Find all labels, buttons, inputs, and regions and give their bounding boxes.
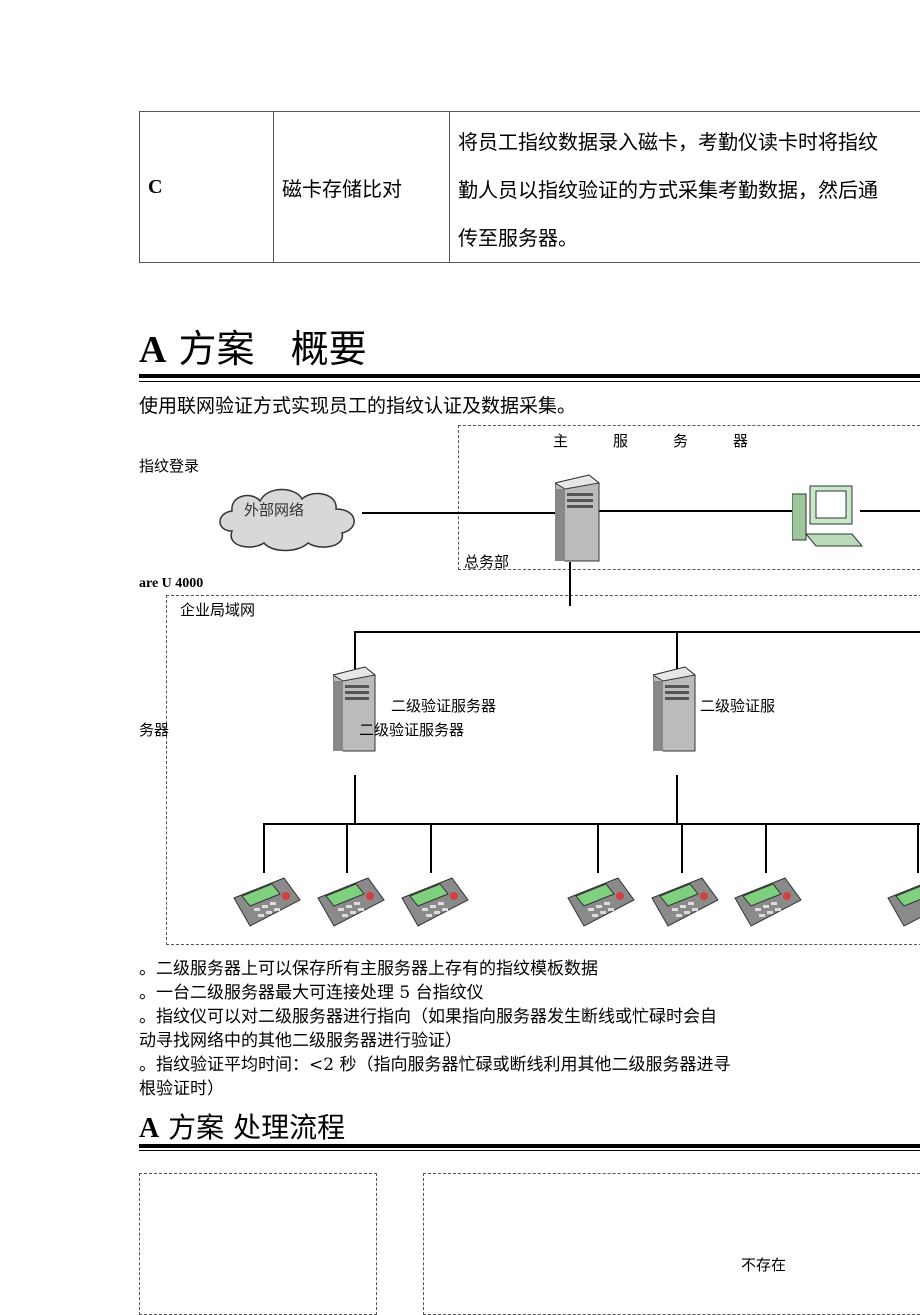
heading-text: 方案 (168, 1111, 224, 1144)
computer-icon (792, 484, 864, 550)
fingerprint-terminal-icon (733, 876, 803, 928)
table-row: C 磁卡存储比对 将员工指纹数据录入磁卡，考勤仪读卡时将指纹 勤人员以指纹验证的… (140, 112, 920, 263)
note-line: 。一台二级服务器最大可连接处理 5 台指纹仪 (139, 981, 730, 1005)
software-label: are U 4000 (139, 576, 203, 592)
option-method: 磁卡存储比对 (274, 112, 450, 263)
description-line: 传至服务器。 (458, 214, 920, 262)
fingerprint-terminal-icon (232, 876, 302, 928)
secondary-server-label: 二级验证服务器 (391, 695, 496, 716)
notes: 。二级服务器上可以保存所有主服务器上存有的指纹模板数据 。一台二级服务器最大可连… (139, 957, 730, 1101)
heading-letter: A (139, 329, 166, 371)
heading-rule (139, 374, 920, 378)
link-line (765, 823, 767, 873)
link-line (676, 631, 678, 669)
server-icon (555, 473, 601, 563)
link-line (354, 775, 356, 823)
note-line: 根验证时） (139, 1077, 730, 1101)
description-line: 勤人员以指纹验证的方式采集考勤数据，然后通 (458, 166, 920, 214)
link-line (430, 823, 432, 873)
heading-rule-thin (139, 1150, 920, 1151)
device-bus (263, 823, 920, 825)
heading-text: 方案 (179, 327, 255, 371)
link-line (362, 512, 557, 514)
heading-letter: A (139, 1113, 159, 1144)
external-network-label: 外部网络 (244, 499, 304, 520)
link-line (860, 510, 920, 512)
hq-label: 总务部 (464, 551, 509, 572)
flow-box-left (139, 1173, 377, 1315)
flow-box-right (423, 1173, 920, 1315)
note-line: 动寻找网络中的其他二级服务器进行验证） (139, 1029, 730, 1053)
secondary-server-label: 二级验证服务器 (359, 719, 464, 740)
heading-rule (139, 1144, 920, 1148)
heading-suffix: 概要 (291, 327, 367, 371)
link-line (346, 823, 348, 873)
lan-label: 企业局域网 (180, 599, 255, 620)
link-line (354, 631, 356, 669)
server-icon (653, 665, 697, 753)
option-table: C 磁卡存储比对 将员工指纹数据录入磁卡，考勤仪读卡时将指纹 勤人员以指纹验证的… (139, 111, 920, 263)
heading-suffix: 处理流程 (233, 1111, 345, 1144)
fingerprint-terminal-icon (650, 876, 720, 928)
flow-heading: A 方案 处理流程 (139, 1106, 345, 1146)
option-description: 将员工指纹数据录入磁卡，考勤仪读卡时将指纹 勤人员以指纹验证的方式采集考勤数据，… (450, 112, 920, 263)
heading-rule-thin (139, 381, 920, 382)
lan-bus (354, 631, 920, 633)
link-line (598, 510, 793, 512)
fingerprint-terminal-icon (886, 876, 920, 928)
link-line (917, 823, 919, 873)
option-code: C (140, 112, 274, 263)
fingerprint-terminal-icon (400, 876, 470, 928)
note-line: 。指纹仪可以对二级服务器进行指向（如果指向服务器发生断线或忙碌时会自 (139, 1005, 730, 1029)
secondary-server-label: 二级验证服 (700, 695, 775, 716)
main-server-label: 主 服 务 器 (553, 430, 748, 451)
overview-heading: A 方案概要 (139, 318, 367, 373)
link-line (676, 775, 678, 823)
link-line (569, 562, 571, 606)
link-line (263, 823, 265, 873)
fingerprint-terminal-icon (316, 876, 386, 928)
note-line: 。二级服务器上可以保存所有主服务器上存有的指纹模板数据 (139, 957, 730, 981)
server-side-label: 务器 (139, 719, 169, 740)
note-line: 。指纹验证平均时间：<2 秒（指向服务器忙碌或断线利用其他二级服务器进寻 (139, 1053, 730, 1077)
overview-intro: 使用联网验证方式实现员工的指纹认证及数据采集。 (139, 391, 576, 418)
link-line (597, 823, 599, 873)
description-line: 将员工指纹数据录入磁卡，考勤仪读卡时将指纹 (458, 118, 920, 166)
fingerprint-login-label: 指纹登录 (139, 455, 199, 476)
link-line (681, 823, 683, 873)
fingerprint-terminal-icon (566, 876, 636, 928)
not-exist-label: 不存在 (741, 1254, 786, 1275)
